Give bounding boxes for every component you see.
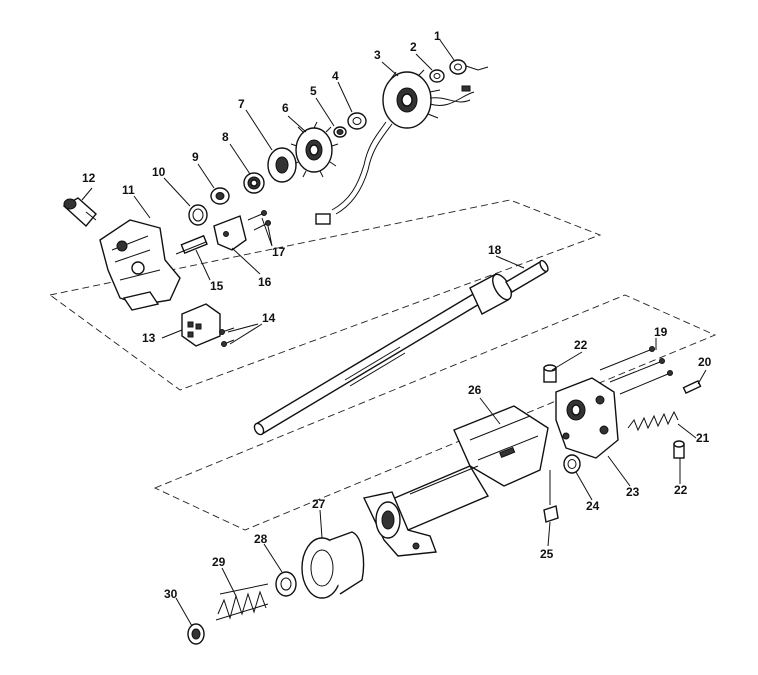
callout-7: 7 [238, 97, 245, 111]
callout-2: 2 [410, 40, 417, 54]
callout-22-lower: 22 [674, 483, 688, 497]
callout-13: 13 [142, 331, 156, 345]
group-frame-lower [153, 294, 717, 531]
callout-1: 1 [434, 29, 441, 43]
part-29-spring [215, 583, 269, 621]
column-tube [362, 465, 490, 557]
part-6-gear [290, 121, 339, 178]
part-17-screws [247, 210, 271, 231]
part-5-ring [333, 126, 347, 138]
callout-28: 28 [254, 532, 268, 546]
part-15-pin [175, 234, 208, 255]
part-27-bowl [301, 531, 365, 599]
callout-23: 23 [626, 485, 640, 499]
part-7-plate [267, 147, 297, 183]
part-23-housing [555, 377, 619, 459]
leader-lines [81, 39, 707, 627]
part-24-sleeve [563, 454, 581, 474]
part-10-ring [188, 204, 208, 226]
group-frame-upper [48, 199, 602, 391]
callout-9: 9 [192, 150, 199, 164]
callout-5: 5 [310, 84, 317, 98]
callout-29: 29 [212, 555, 226, 569]
part-11-lock-housing [99, 219, 181, 311]
callout-6: 6 [282, 101, 289, 115]
part-22-pin-lower [673, 440, 685, 459]
callout-14: 14 [262, 311, 276, 325]
part-21-spring [627, 410, 679, 432]
part-13-switch [181, 303, 221, 347]
callout-8: 8 [222, 130, 229, 144]
part-18-steering-shaft [253, 259, 549, 436]
callout-30: 30 [164, 587, 178, 601]
callout-4: 4 [332, 69, 339, 83]
part-12-lock-cylinder [62, 197, 97, 228]
part-20-pin [682, 379, 702, 395]
part-28-bushing [275, 571, 297, 597]
part-2-washer [429, 69, 445, 83]
part-14-screws [219, 327, 235, 347]
callout-18: 18 [488, 243, 502, 257]
callout-22-upper: 22 [574, 338, 588, 352]
part-16-bracket [213, 215, 247, 251]
callout-19: 19 [654, 325, 668, 339]
callout-20: 20 [698, 355, 712, 369]
callout-3: 3 [374, 48, 381, 62]
part-30-retaining-ring [187, 623, 205, 645]
part-8-bearing [243, 172, 265, 194]
callout-21: 21 [696, 431, 710, 445]
part-25-clip [543, 470, 559, 523]
callout-26: 26 [468, 383, 482, 397]
callout-24: 24 [586, 499, 600, 513]
callout-25: 25 [540, 547, 554, 561]
part-4-washer [347, 112, 367, 130]
callout-15: 15 [210, 279, 224, 293]
callout-17: 17 [272, 245, 286, 259]
part-22-pin-upper [543, 364, 557, 383]
part-1-nut [449, 59, 489, 75]
part-9-bushing [210, 187, 230, 205]
callout-27: 27 [312, 497, 326, 511]
part-19-studs [599, 346, 673, 395]
callout-16: 16 [258, 275, 272, 289]
part-3-switch-assembly [315, 69, 475, 225]
callout-12: 12 [82, 171, 96, 185]
callout-11: 11 [122, 183, 135, 197]
callout-10: 10 [152, 165, 166, 179]
